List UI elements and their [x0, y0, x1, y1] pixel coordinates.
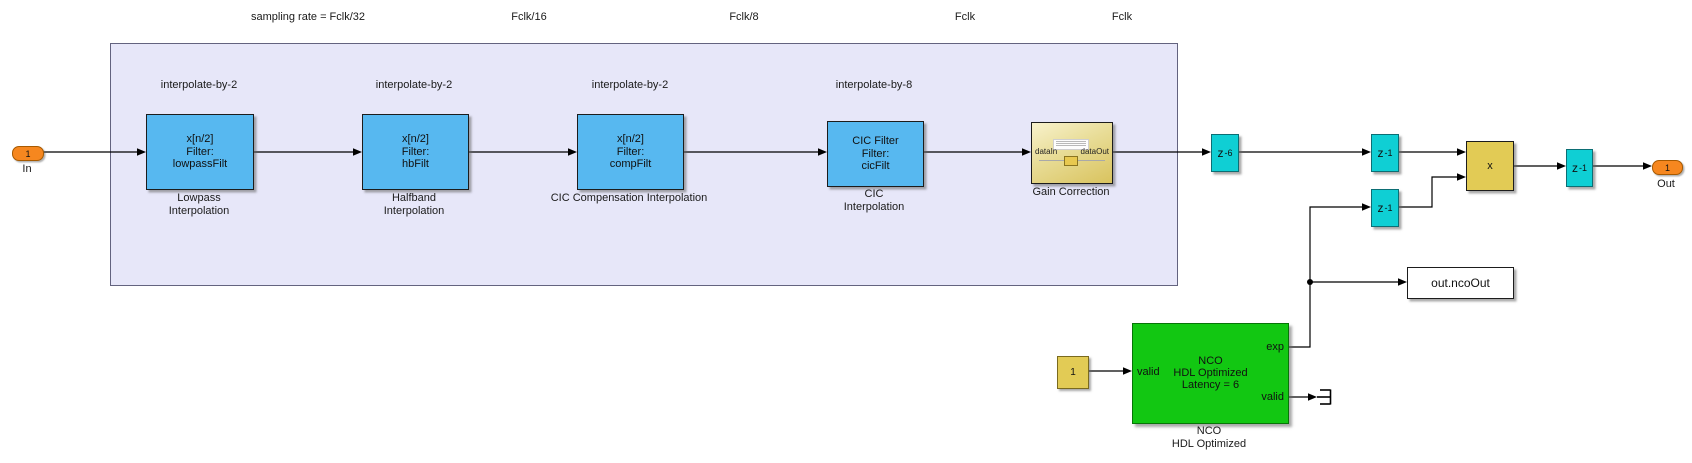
nco-valid-out-port-label: valid — [1261, 391, 1284, 403]
cic-interpolation-label: CIC Interpolation — [843, 188, 905, 213]
cic-compensation-interpolation-label: CIC Compensation Interpolation — [550, 192, 708, 204]
terminator-icon[interactable] — [1317, 389, 1332, 405]
gain-dataout-port-label: dataOut — [1080, 147, 1109, 156]
inport-block[interactable]: 1 — [12, 146, 44, 161]
gain-slider-icon — [1064, 156, 1078, 166]
rate-annotation: Fclk/8 — [729, 11, 759, 23]
halfband-interpolation-block[interactable]: x[n/2] Filter: hbFilt — [362, 114, 469, 190]
multiply-symbol: x — [1487, 160, 1493, 172]
wire-junction-dot — [1307, 279, 1313, 285]
nco-exp-port-label: exp — [1266, 341, 1284, 353]
interpolate-annotation: interpolate-by-2 — [160, 79, 238, 91]
rate-annotation: sampling rate = Fclk/32 — [250, 11, 366, 23]
rate-annotation: Fclk/16 — [511, 11, 547, 23]
nco-block[interactable]: NCO HDL Optimized Latency = 6 valid exp … — [1132, 323, 1289, 424]
gain-correction-label: Gain Correction — [1032, 186, 1110, 198]
rate-annotation: Fclk — [1111, 11, 1133, 23]
delay-z1-block-2[interactable]: z-1 — [1371, 189, 1399, 227]
nco-valid-in-port-label: valid — [1137, 366, 1160, 378]
cic-compensation-interpolation-block[interactable]: x[n/2] Filter: compFilt — [577, 114, 684, 190]
outport-number: 1 — [1664, 162, 1670, 173]
cic-interpolation-block[interactable]: CIC Filter Filter: cicFilt — [827, 121, 924, 187]
inport-number: 1 — [25, 148, 31, 159]
interpolate-annotation: interpolate-by-8 — [835, 79, 913, 91]
delay-z1-block-1[interactable]: z-1 — [1371, 134, 1399, 172]
nco-label: NCO HDL Optimized — [1171, 425, 1247, 450]
to-workspace-block[interactable]: out.ncoOut — [1407, 267, 1514, 299]
product-block[interactable]: x — [1466, 141, 1514, 191]
rate-annotation: Fclk — [954, 11, 976, 23]
inport-name: In — [22, 163, 32, 175]
halfband-interpolation-label: Halfband Interpolation — [383, 192, 445, 217]
gain-datain-port-label: dataIn — [1035, 147, 1058, 156]
interpolate-annotation: interpolate-by-2 — [375, 79, 453, 91]
gain-correction-block[interactable]: dataIn dataOut — [1031, 122, 1113, 184]
lowpass-interpolation-label: Lowpass Interpolation — [168, 192, 230, 217]
gain-icon-preview — [1053, 139, 1089, 150]
delay-z6-block[interactable]: z-6 — [1211, 134, 1239, 172]
interpolate-annotation: interpolate-by-2 — [591, 79, 669, 91]
delay-z1-block-3[interactable]: z-1 — [1566, 149, 1593, 187]
lowpass-interpolation-block[interactable]: x[n/2] Filter: lowpassFilt — [146, 114, 254, 190]
outport-block[interactable]: 1 — [1652, 160, 1683, 175]
constant-block[interactable]: 1 — [1057, 356, 1089, 389]
outport-name: Out — [1657, 178, 1675, 190]
